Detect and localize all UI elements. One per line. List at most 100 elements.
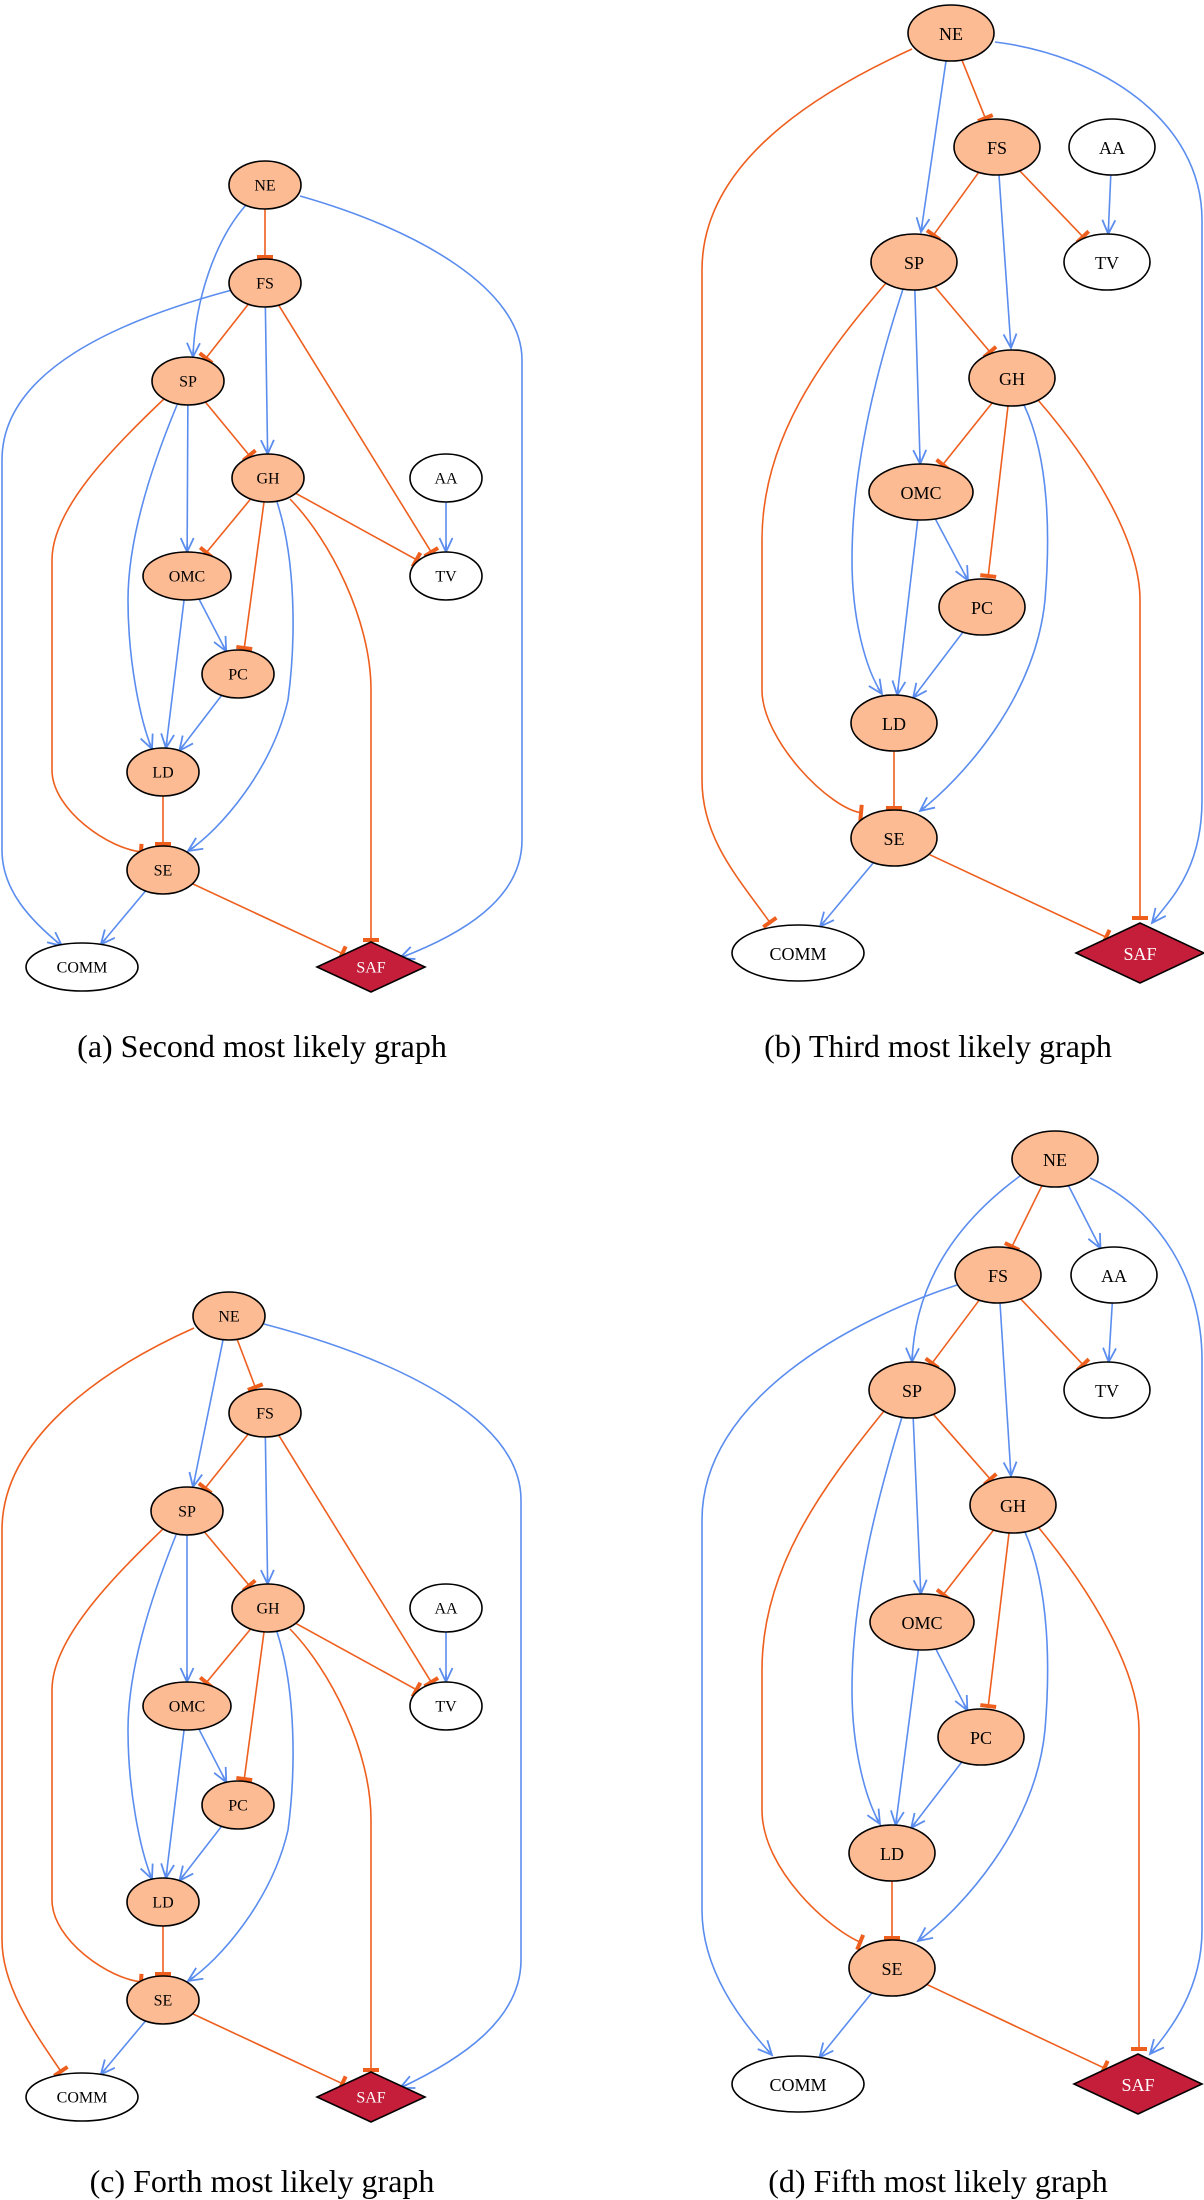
saf-diamond-shape [315, 2071, 427, 2123]
edge-b-gh-saf-line [1037, 399, 1141, 920]
node-b-gh: GH [968, 349, 1056, 407]
node-ellipse-shape [150, 1486, 224, 1536]
node-label: LD [152, 1895, 173, 1912]
edge-b-se-comm-line [819, 862, 875, 928]
edge-b-omc-pc [934, 518, 969, 583]
node-label: SAF [356, 960, 385, 977]
edge-d-se-comm-line [818, 1992, 873, 2059]
edge-b-fs-tv [1019, 170, 1091, 244]
edge-a-gh-se [186, 501, 294, 853]
node-a-se: SE [126, 845, 200, 895]
node-label: COMM [57, 960, 108, 977]
edge-c-ne-comm-tee [53, 2065, 69, 2078]
node-d-se: SE [848, 1939, 936, 1997]
node-a-tv: TV [409, 551, 483, 601]
node-d-tv: TV [1063, 1361, 1151, 1419]
edge-a-gh-pc-line [243, 501, 265, 651]
node-b-saf: SAF [1074, 922, 1204, 984]
edges-b [701, 41, 1203, 946]
node-label: OMC [901, 1613, 942, 1633]
edge-c-sp-ld-line [127, 1534, 177, 1880]
node-b-omc: OMC [868, 463, 974, 521]
edge-c-gh-omc-line [204, 1628, 252, 1685]
edge-a-gh-saf-line [289, 498, 372, 942]
edge-d-gh-se-arrowhead [916, 1927, 934, 1943]
edge-a-fs-tv-line [278, 304, 433, 555]
node-label: OMC [900, 483, 941, 503]
node-ellipse-shape [954, 1246, 1042, 1304]
node-c-fs: FS [228, 1388, 302, 1438]
edge-d-pc-ld-arrowhead [909, 1812, 926, 1830]
node-label: NE [254, 178, 275, 195]
edge-c-gh-se [186, 1631, 294, 1983]
node-a-ne: NE [228, 160, 302, 210]
edge-b-ne-fs [961, 59, 994, 123]
node-label: FS [256, 1406, 274, 1423]
edge-c-omc-pc [198, 1728, 228, 1785]
node-b-tv: TV [1063, 233, 1151, 291]
node-label: GH [256, 471, 280, 488]
edge-c-ne-fs-line [236, 1338, 257, 1390]
edge-a-ld-se [155, 796, 171, 846]
edge-c-ne-comm [1, 1327, 195, 2078]
edge-c-fs-tv [278, 1434, 440, 1689]
edge-b-omc-ld-line [896, 519, 919, 696]
node-ellipse-shape [953, 118, 1041, 176]
node-label: SE [883, 829, 904, 849]
edge-c-gh-se-line [187, 1631, 294, 1982]
edge-b-fs-gh [998, 174, 1018, 351]
node-label: OMC [169, 569, 205, 586]
edge-c-gh-saf-line [289, 1628, 372, 2072]
node-label: PC [228, 1798, 248, 1815]
edge-d-fs-comm [701, 1284, 958, 2057]
edge-c-gh-se-arrowhead [186, 1967, 204, 1983]
edge-b-gh-omc-line [940, 402, 993, 467]
edge-c-gh-pc-line [243, 1631, 265, 1782]
edge-d-sp-se-tee [855, 1934, 866, 1951]
node-ellipse-shape [151, 356, 225, 406]
node-label: COMM [769, 2075, 826, 2095]
edge-c-omc-ld [160, 1729, 185, 1881]
edge-c-sp-gh [203, 1531, 257, 1593]
edge-d-gh-pc [980, 1532, 1010, 1709]
edge-b-fs-sp-line [931, 171, 980, 238]
edge-d-aa-tv [1102, 1302, 1117, 1365]
edge-a-ne-saf-line [299, 195, 523, 959]
node-label: TV [1095, 253, 1119, 273]
edge-d-ne-aa [1067, 1185, 1102, 1251]
edge-d-gh-pc-line [987, 1532, 1010, 1709]
edge-b-ne-sp-arrowhead [915, 216, 931, 235]
edge-d-sp-omc-line [912, 1417, 922, 1595]
node-label: AA [434, 471, 458, 488]
edge-a-gh-omc-line [204, 498, 252, 555]
node-d-aa: AA [1070, 1246, 1158, 1304]
node-ellipse-shape [868, 463, 974, 521]
node-label: AA [1099, 138, 1125, 158]
node-ellipse-shape [848, 1824, 936, 1882]
edge-b-fs-tv-line [1019, 170, 1085, 239]
edge-b-sp-omc-line [914, 289, 921, 465]
edge-d-sp-ld [851, 1416, 903, 1826]
edge-c-fs-gh [260, 1436, 275, 1587]
node-ellipse-shape [142, 551, 232, 601]
edge-d-gh-omc-line [941, 1529, 995, 1597]
node-ellipse-shape [409, 551, 483, 601]
node-label: TV [1095, 1381, 1119, 1401]
edge-b-ne-saf [994, 41, 1203, 925]
edge-b-fs-gh-line [998, 174, 1012, 349]
node-c-comm: COMM [25, 2072, 139, 2122]
node-c-tv: TV [409, 1681, 483, 1731]
node-ellipse-shape [201, 649, 275, 699]
node-ellipse-shape [731, 2055, 865, 2113]
edge-d-ne-sp-line [911, 1175, 1021, 1363]
node-b-ne: NE [907, 4, 995, 62]
edge-c-sp-omc [179, 1535, 195, 1685]
edge-b-se-saf [928, 853, 1112, 946]
node-ellipse-shape [850, 694, 938, 752]
node-ellipse-shape [1063, 1361, 1151, 1419]
edge-a-fs-sp-line [204, 303, 249, 361]
node-ellipse-shape [731, 924, 865, 982]
edge-d-se-saf-line [926, 1983, 1107, 2070]
